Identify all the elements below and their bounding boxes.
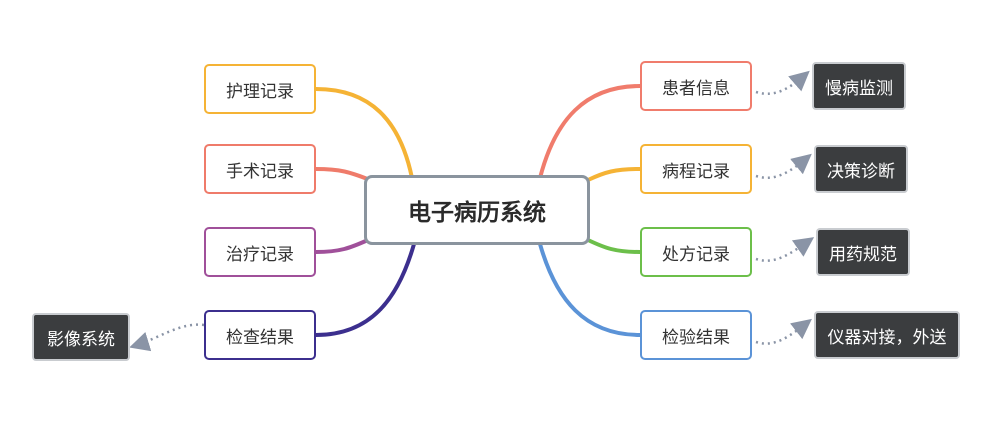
- link-course-record: [586, 167, 642, 182]
- topic-lab-result[interactable]: 检验结果: [640, 310, 752, 360]
- topic-patient-info[interactable]: 患者信息: [640, 61, 752, 111]
- link-patient-info: [538, 84, 642, 180]
- external-chronic-monitoring[interactable]: 慢病监测: [812, 62, 906, 110]
- external-instrument-docking[interactable]: 仪器对接，外送: [814, 311, 960, 359]
- link-exam-result: [314, 242, 416, 337]
- arrow-to-decision-diagnosis: [755, 153, 812, 179]
- topic-prescription-record[interactable]: 处方记录: [640, 227, 752, 277]
- topic-nursing-record[interactable]: 护理记录: [204, 64, 316, 114]
- link-treatment-record: [314, 238, 370, 254]
- arrow-to-imaging-system: [129, 323, 205, 352]
- arrow-to-chronic-monitoring: [755, 70, 810, 95]
- central-topic[interactable]: 电子病历系统: [364, 175, 590, 245]
- topic-course-record[interactable]: 病程记录: [640, 144, 752, 194]
- arrow-to-instrument-docking: [755, 318, 812, 345]
- link-nursing-record: [314, 87, 414, 180]
- topic-surgery-record[interactable]: 手术记录: [204, 144, 316, 194]
- link-prescription-record: [586, 238, 642, 254]
- external-imaging-system[interactable]: 影像系统: [32, 313, 130, 361]
- external-decision-diagnosis[interactable]: 决策诊断: [814, 145, 908, 193]
- topic-treatment-record[interactable]: 治疗记录: [204, 227, 316, 277]
- link-surgery-record: [314, 167, 372, 182]
- arrow-to-medication-standard: [755, 237, 815, 262]
- topic-exam-result[interactable]: 检查结果: [204, 310, 316, 360]
- external-medication-standard[interactable]: 用药规范: [816, 228, 910, 276]
- link-lab-result: [538, 242, 642, 337]
